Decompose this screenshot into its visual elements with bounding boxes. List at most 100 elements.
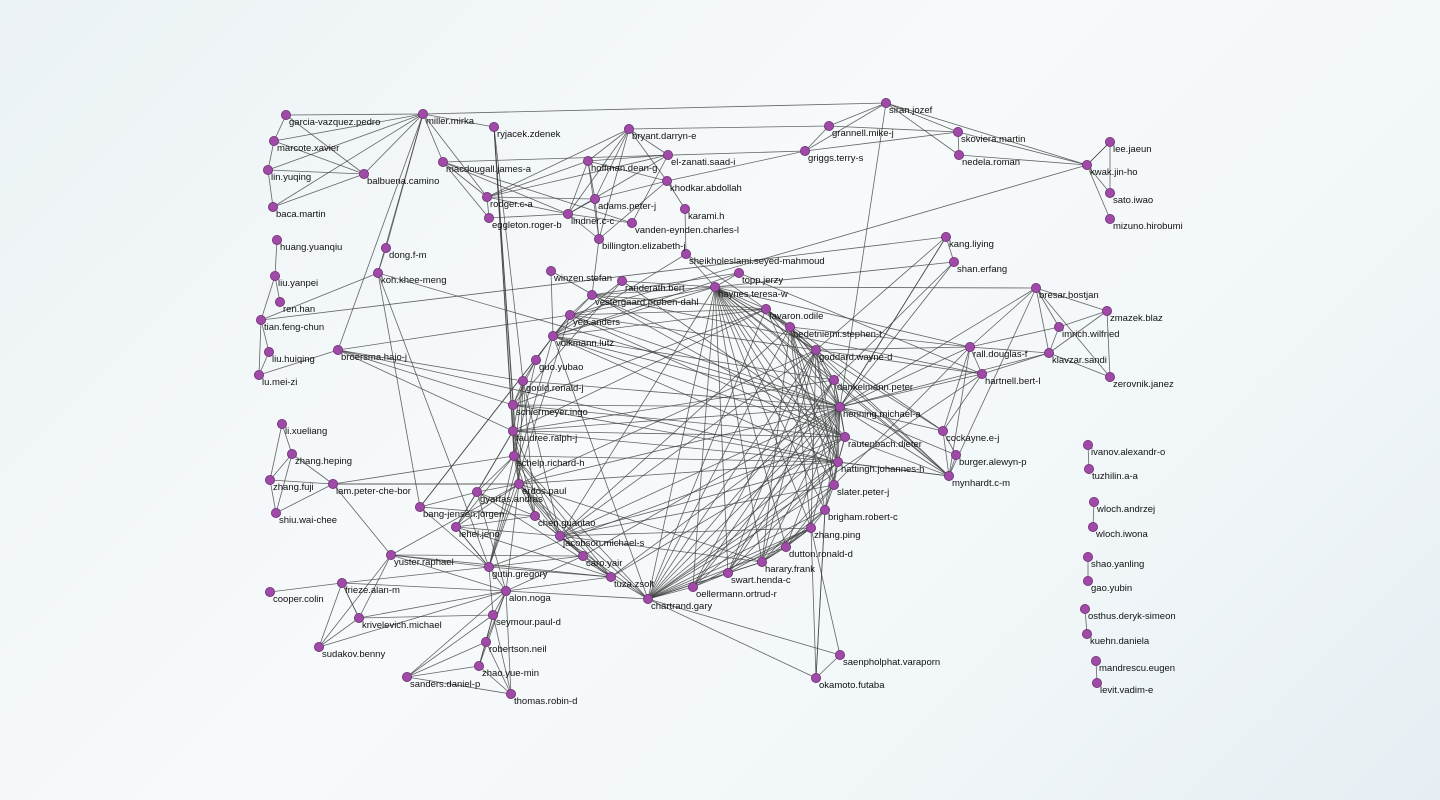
node-mynhardt.c-m[interactable] xyxy=(944,470,955,481)
node-kuehn.daniela[interactable] xyxy=(1082,629,1093,640)
node-hattingh.johannes-h[interactable] xyxy=(833,456,844,467)
node-erdos.paul[interactable] xyxy=(514,478,525,489)
node-lehel.jeno[interactable] xyxy=(450,522,461,533)
node-lindner.c-c[interactable] xyxy=(563,208,574,219)
node-hoffman.dean-g[interactable] xyxy=(583,155,594,166)
node-goddard.wayne-d[interactable] xyxy=(811,344,822,355)
node-slater.peter-j[interactable] xyxy=(829,479,840,490)
node-griggs.terry-s[interactable] xyxy=(800,145,811,156)
node-balbuena.camino[interactable] xyxy=(358,168,369,179)
node-schelp.richard-h[interactable] xyxy=(508,450,519,461)
node-karami.h[interactable] xyxy=(680,203,691,214)
node-broersma.hajo-j[interactable] xyxy=(332,344,343,355)
node-oellermann.ortrud-r[interactable] xyxy=(688,582,699,593)
node-yuster.raphael[interactable] xyxy=(385,550,396,561)
node-el-zanati.saad-i[interactable] xyxy=(663,149,674,160)
node-schiermeyer.ingo[interactable] xyxy=(507,399,518,410)
node-tian.feng-chun[interactable] xyxy=(255,314,266,325)
node-shan.erfang[interactable] xyxy=(949,256,960,267)
node-macdougall.james-a[interactable] xyxy=(437,156,448,167)
node-bang-jensen.jorgen[interactable] xyxy=(414,501,425,512)
node-miller.mirka[interactable] xyxy=(417,109,428,120)
node-kwak.jin-ho[interactable] xyxy=(1082,159,1093,170)
node-nedela.roman[interactable] xyxy=(954,149,965,160)
node-tuzhilin.a-a[interactable] xyxy=(1084,463,1095,474)
node-ryjacek.zdenek[interactable] xyxy=(488,122,499,133)
node-mizuno.hirobumi[interactable] xyxy=(1105,213,1116,224)
node-chen.guantao[interactable] xyxy=(530,510,541,521)
node-vestergaard.preben-dahl[interactable] xyxy=(587,289,598,300)
node-shiu.wai-chee[interactable] xyxy=(270,507,281,518)
node-thomas.robin-d[interactable] xyxy=(505,689,516,700)
node-koh.khee-meng[interactable] xyxy=(372,267,383,278)
node-zhang.fuji[interactable] xyxy=(264,474,275,485)
node-sheikholeslami.seyed-mahmoud[interactable] xyxy=(681,248,692,259)
node-baca.martin[interactable] xyxy=(267,201,278,212)
node-lam.peter-che-bor[interactable] xyxy=(327,478,338,489)
node-gao.yubin[interactable] xyxy=(1083,576,1094,587)
node-rautenbach.dieter[interactable] xyxy=(840,431,851,442)
node-khodkar.abdollah[interactable] xyxy=(662,175,673,186)
node-hartnell.bert-l[interactable] xyxy=(977,368,988,379)
node-krivelevich.michael[interactable] xyxy=(353,613,364,624)
node-kang.liying[interactable] xyxy=(941,231,952,242)
node-osthus.deryk-simeon[interactable] xyxy=(1080,604,1091,615)
node-shao.yanling[interactable] xyxy=(1083,552,1094,563)
node-dutton.ronald-d[interactable] xyxy=(781,542,792,553)
node-ivanov.alexandr-o[interactable] xyxy=(1083,439,1094,450)
node-alon.noga[interactable] xyxy=(500,586,511,597)
node-rodger.c-a[interactable] xyxy=(481,191,492,202)
node-jacobson.michael-s[interactable] xyxy=(555,531,566,542)
node-saenpholphat.varaporn[interactable] xyxy=(835,650,846,661)
node-ren.han[interactable] xyxy=(274,296,285,307)
node-siran.jozef[interactable] xyxy=(881,98,892,109)
node-henning.michael-a[interactable] xyxy=(835,401,846,412)
node-zhang.ping[interactable] xyxy=(806,523,817,534)
node-liu.yanpei[interactable] xyxy=(269,270,280,281)
node-frieze.alan-m[interactable] xyxy=(336,578,347,589)
node-wloch.andrzej[interactable] xyxy=(1089,496,1100,507)
node-bryant.darryn-e[interactable] xyxy=(624,124,635,135)
node-zhao.yue-min[interactable] xyxy=(473,661,484,672)
node-cooper.colin[interactable] xyxy=(264,587,275,598)
node-lin.yuqing[interactable] xyxy=(262,164,273,175)
node-marcote.xavier[interactable] xyxy=(268,135,279,146)
node-zhang.heping[interactable] xyxy=(286,448,297,459)
node-dong.f-m[interactable] xyxy=(380,242,391,253)
node-levit.vadim-e[interactable] xyxy=(1092,678,1103,689)
node-gyarfas.andras[interactable] xyxy=(471,486,482,497)
node-li.xueliang[interactable] xyxy=(276,418,287,429)
node-robertson.neil[interactable] xyxy=(480,637,491,648)
node-burger.alewyn-p[interactable] xyxy=(951,449,962,460)
node-haynes.teresa-w[interactable] xyxy=(710,281,721,292)
node-winzen.stefan[interactable] xyxy=(546,265,557,276)
node-hedetniemi.stephen-t[interactable] xyxy=(785,321,796,332)
node-wloch.iwona[interactable] xyxy=(1088,522,1099,533)
node-adams.peter-j[interactable] xyxy=(590,193,601,204)
node-sanders.daniel-p[interactable] xyxy=(401,672,412,683)
node-guo.yubao[interactable] xyxy=(531,354,542,365)
node-liu.huiqing[interactable] xyxy=(263,346,274,357)
node-randerath.bert[interactable] xyxy=(617,275,628,286)
node-gutin.gregory[interactable] xyxy=(483,562,494,573)
node-gould.ronald-j[interactable] xyxy=(518,375,529,386)
node-okamoto.futaba[interactable] xyxy=(811,673,822,684)
node-dankelmann.peter[interactable] xyxy=(829,374,840,385)
node-lee.jaeun[interactable] xyxy=(1105,136,1116,147)
node-skoviera.martin[interactable] xyxy=(953,127,964,138)
node-chartrand.gary[interactable] xyxy=(643,594,654,605)
node-zerovnik.janez[interactable] xyxy=(1105,371,1116,382)
node-vanden-eynden.charles-l[interactable] xyxy=(627,217,638,228)
node-faudree.ralph-j[interactable] xyxy=(507,425,518,436)
node-imrich.wilfried[interactable] xyxy=(1054,321,1065,332)
node-brigham.robert-c[interactable] xyxy=(820,504,831,515)
node-lu.mei-zi[interactable] xyxy=(253,369,264,380)
node-harary.frank[interactable] xyxy=(757,557,768,568)
node-swart.henda-c[interactable] xyxy=(723,568,734,579)
node-klavzar.sandi[interactable] xyxy=(1044,347,1055,358)
node-yeo.anders[interactable] xyxy=(565,309,576,320)
node-garcia-vazquez.pedro[interactable] xyxy=(280,110,291,121)
node-eggleton.roger-b[interactable] xyxy=(483,212,494,223)
node-favaron.odile[interactable] xyxy=(761,303,772,314)
